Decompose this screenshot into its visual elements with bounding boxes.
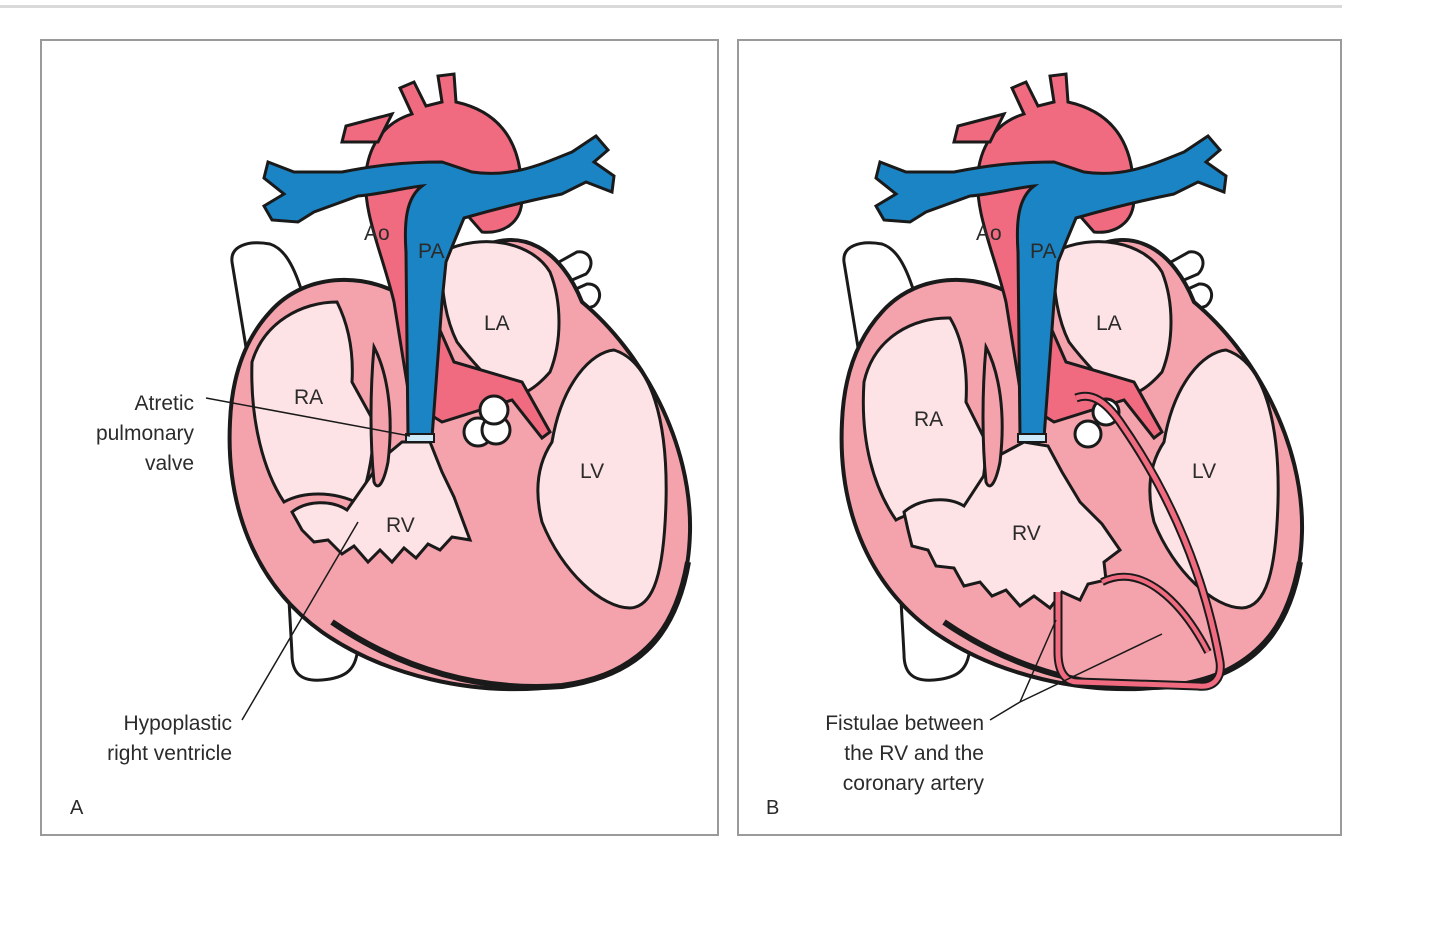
aortic-branch [952, 111, 1007, 144]
label-pa: PA [418, 240, 444, 263]
panel-b: Ao PA LA RA LV RV Fistulae between the R… [737, 39, 1342, 836]
callout-atretic-line1: Atretic [134, 392, 194, 415]
atrial-septum [369, 341, 392, 488]
aortic-branch [340, 111, 395, 144]
label-lv: LV [580, 460, 604, 483]
coronary-fistula [1055, 393, 1223, 689]
right-atrium-chamber [250, 300, 376, 507]
left-atrium-chamber [1052, 240, 1173, 399]
label-rv: RV [1012, 522, 1041, 545]
heart-diagram-b: Ao PA LA RA LV RV Fistulae between the R… [766, 72, 1305, 819]
leader-line-fistulae [989, 701, 1021, 721]
valve-leaflet [478, 394, 510, 426]
heart-shadow [330, 561, 691, 690]
pulmonary-artery [261, 134, 616, 440]
callout-hypoplastic-line1: Hypoplastic [123, 712, 232, 735]
atretic-valve [405, 433, 435, 443]
callout-fistulae-line3: coronary artery [843, 772, 985, 795]
panel-letter-b: B [766, 797, 779, 819]
callout-atretic-line2: pulmonary [96, 422, 195, 445]
callout-atretic-line3: valve [145, 452, 194, 475]
heart-diagram-a: Ao PA LA RA LV RV Atretic pulmonary valv… [70, 72, 693, 819]
left-ventricle-chamber [536, 348, 668, 610]
right-ventricle-chamber [290, 440, 473, 565]
label-ao: Ao [976, 222, 1002, 245]
label-ra: RA [294, 386, 323, 409]
valve-leaflet [1073, 419, 1103, 449]
leader-line-hypoplastic [241, 521, 359, 721]
panel-a: Ao PA LA RA LV RV Atretic pulmonary valv… [40, 39, 719, 836]
label-la: LA [1096, 312, 1122, 335]
label-lv: LV [1192, 460, 1216, 483]
atrial-septum [981, 341, 1004, 488]
label-ra: RA [914, 408, 943, 431]
top-divider [0, 5, 1342, 8]
leader-line-atretic [205, 397, 411, 437]
leader-line-fistulae [1019, 619, 1057, 703]
label-la: LA [484, 312, 510, 335]
coronary-fistula [1101, 574, 1210, 653]
callout-fistulae-line1: Fistulae between [825, 712, 984, 735]
label-rv: RV [386, 514, 415, 537]
atretic-valve [1017, 433, 1047, 443]
leader-line-fistulae [1019, 633, 1163, 703]
pulmonary-artery [873, 134, 1228, 440]
right-ventricle-chamber [902, 440, 1123, 611]
callout-hypoplastic-line2: right ventricle [107, 742, 232, 765]
label-pa: PA [1030, 240, 1056, 263]
left-atrium-chamber [440, 240, 561, 399]
panel-letter-a: A [70, 797, 84, 819]
label-ao: Ao [364, 222, 390, 245]
callout-fistulae-line2: the RV and the [844, 742, 984, 765]
